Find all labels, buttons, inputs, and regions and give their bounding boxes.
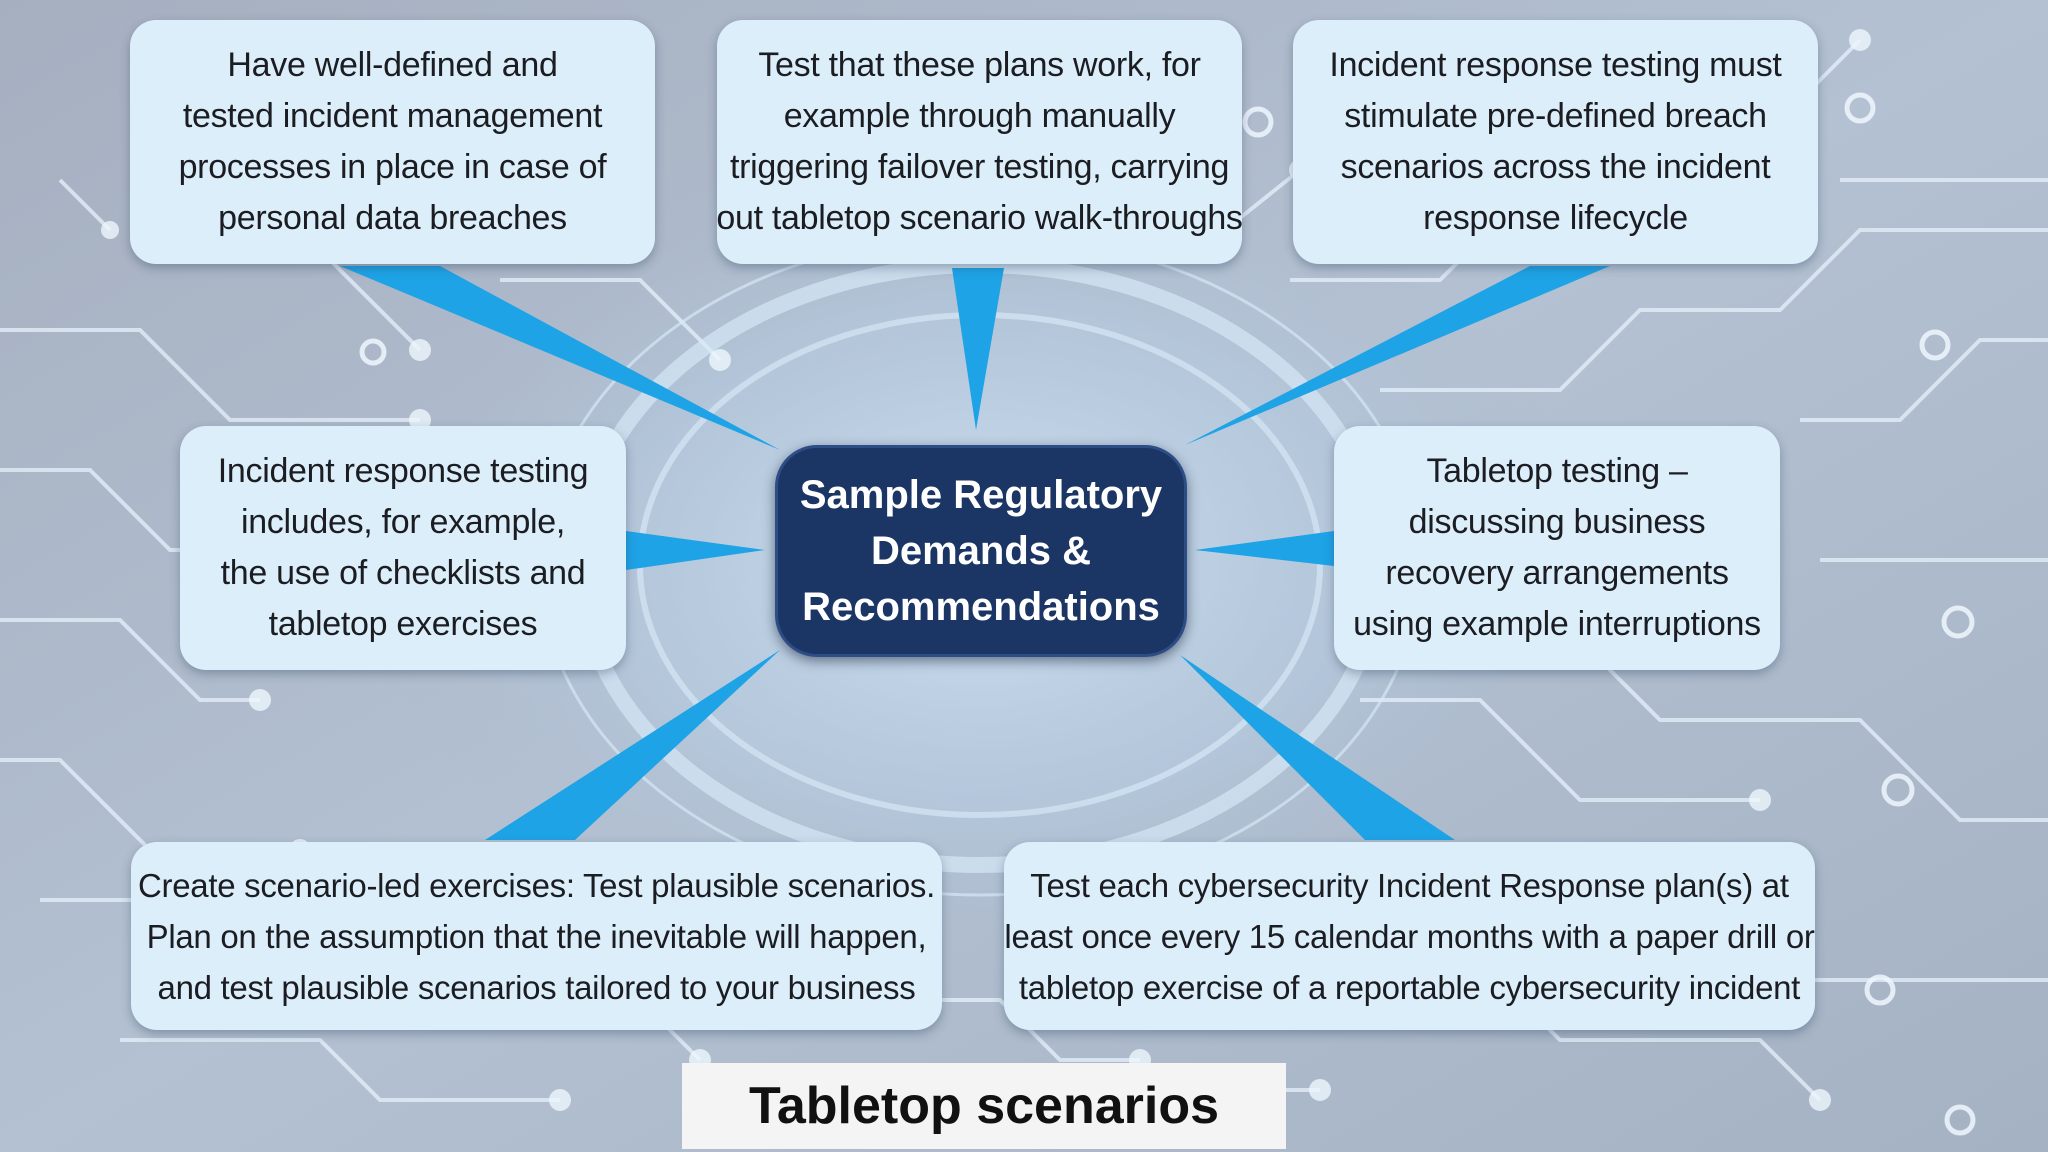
- box-line: discussing business: [1408, 503, 1706, 541]
- box-line: Incident response testing: [217, 452, 589, 490]
- box-line: tested incident management: [182, 97, 603, 135]
- box-line: scenarios across the incident: [1340, 148, 1771, 186]
- footer-title: Tabletop scenarios: [748, 1077, 1220, 1135]
- box-line: processes in place in case of: [178, 148, 607, 186]
- box-line: and test plausible scenarios tailored to…: [157, 968, 916, 1006]
- box-line: Test that these plans work, for: [758, 46, 1201, 84]
- requirement-box-tabletop-testing: Tabletop testing – discussing business r…: [1334, 426, 1780, 670]
- box-line: recovery arrangements: [1385, 554, 1729, 592]
- requirement-box-checklists: Incident response testing includes, for …: [180, 426, 626, 670]
- box-line: triggering failover testing, carrying: [729, 148, 1230, 186]
- box-line: Create scenario-led exercises: Test plau…: [138, 866, 935, 904]
- requirement-box-15-month-drill: Test each cybersecurity Incident Respons…: [1004, 842, 1815, 1030]
- box-line: example through manually: [783, 97, 1176, 135]
- box-line: stimulate pre-defined breach: [1344, 97, 1767, 135]
- footer-caption: Tabletop scenarios: [682, 1063, 1286, 1149]
- box-line: the use of checklists and: [220, 554, 586, 592]
- box-line: tabletop exercise of a reportable cybers…: [1018, 968, 1801, 1006]
- central-topic-line: Recommendations: [802, 585, 1160, 629]
- box-line: out tabletop scenario walk-throughs: [716, 199, 1243, 237]
- connector-lines: [340, 266, 1610, 840]
- box-line: Have well-defined and: [227, 46, 558, 84]
- central-topic-box: Sample Regulatory Demands & Recommendati…: [775, 445, 1187, 657]
- box-line: Plan on the assumption that the inevitab…: [146, 917, 927, 955]
- box-line: least once every 15 calendar months with…: [1004, 917, 1815, 955]
- box-line: personal data breaches: [218, 199, 567, 237]
- box-line: tabletop exercises: [268, 605, 538, 643]
- central-topic-line: Demands &: [870, 529, 1092, 573]
- box-line: includes, for example,: [240, 503, 566, 541]
- central-topic-line: Sample Regulatory: [799, 473, 1163, 517]
- box-line: Test each cybersecurity Incident Respons…: [1030, 866, 1789, 904]
- requirement-box-breach-scenarios: Incident response testing must stimulate…: [1293, 20, 1818, 264]
- box-line: Incident response testing must: [1329, 46, 1782, 84]
- requirement-box-scenario-led-exercises: Create scenario-led exercises: Test plau…: [131, 842, 942, 1030]
- requirement-box-incident-management: Have well-defined and tested incident ma…: [130, 20, 655, 264]
- requirement-box-test-plans: Test that these plans work, for example …: [716, 20, 1243, 264]
- box-line: using example interruptions: [1353, 605, 1761, 643]
- box-line: Tabletop testing –: [1426, 452, 1688, 490]
- box-line: response lifecycle: [1423, 199, 1688, 237]
